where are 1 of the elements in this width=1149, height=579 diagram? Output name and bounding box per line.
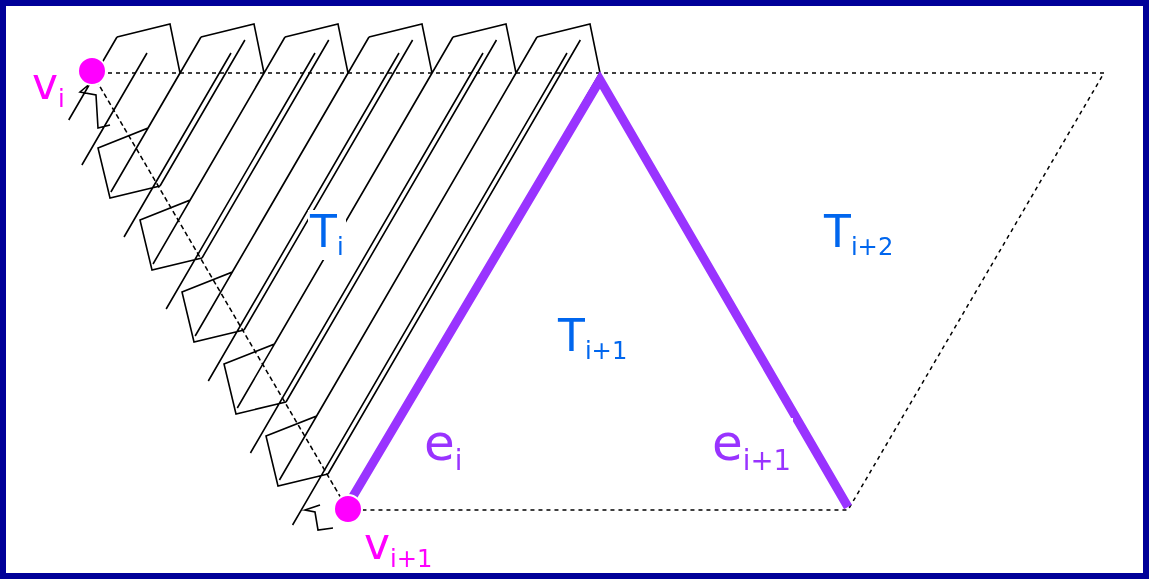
triangle-label: T$_{i}$ [308,210,346,260]
